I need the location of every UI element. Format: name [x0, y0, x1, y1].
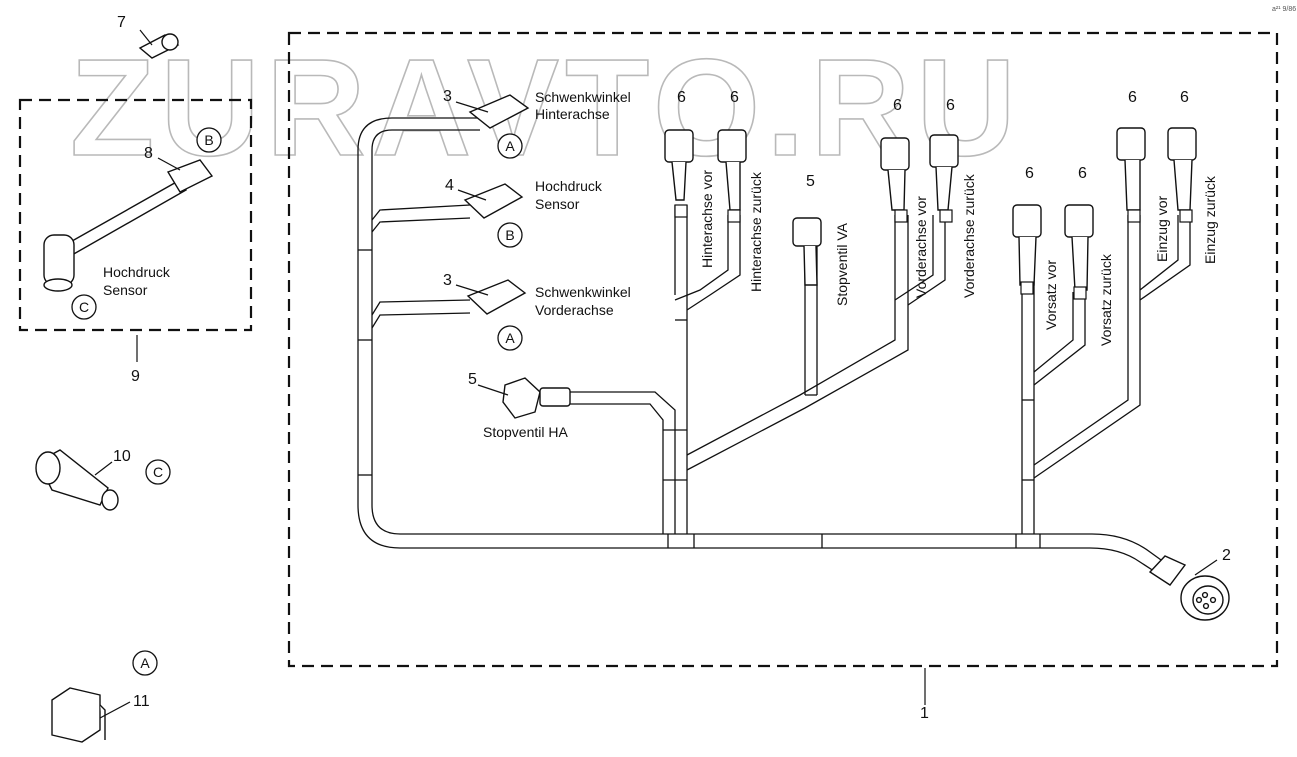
sleeve-icon: [1020, 281, 1034, 295]
label-hinterachse-vor: Hinterachse vor: [699, 170, 715, 268]
plug-connector-icon: [468, 94, 530, 129]
label-schwenkwinkel-vorderachse-1: Schwenkwinkel: [535, 284, 631, 300]
part-number-6: 6: [1025, 165, 1034, 182]
part-number-2: 2: [1222, 547, 1231, 564]
sleeve-icon: [1073, 286, 1087, 300]
sleeve-icon: [939, 209, 953, 223]
ref-a: A: [140, 655, 150, 671]
part-number-5: 5: [806, 173, 815, 190]
sensor-kit-frame: [18, 98, 253, 332]
label-stopventil-va: Stopventil VA: [834, 222, 850, 306]
part-number-5: 5: [468, 371, 477, 388]
ref-a: A: [505, 330, 515, 346]
ref-c: C: [79, 299, 89, 315]
ref-circle: [71, 294, 97, 320]
plug-connector-icon: [463, 183, 524, 219]
part-number-10: 10: [113, 448, 131, 465]
part-number-6: 6: [1180, 89, 1189, 106]
ref-circle: [497, 222, 523, 248]
part-number-3: 3: [443, 88, 452, 105]
main-harness-frame: [287, 31, 1279, 668]
label-hochdruck-left-1: Hochdruck: [103, 264, 171, 280]
label-einzug-vor: Einzug vor: [1154, 196, 1170, 262]
ref-b: B: [505, 227, 514, 243]
part-number-6: 6: [1128, 89, 1137, 106]
label-hochdruck-1: Hochdruck: [535, 178, 603, 194]
label-vorsatz-zurueck: Vorsatz zurück: [1098, 253, 1114, 346]
part-number-11: 11: [133, 693, 150, 710]
sleeve-icon: [1179, 209, 1193, 223]
label-vorderachse-vor: Vorderachse vor: [913, 196, 929, 298]
valve-connector-icon: [792, 217, 822, 286]
ref-b: B: [204, 132, 213, 148]
part-number-7: 7: [117, 14, 126, 31]
part-number-6: 6: [730, 89, 739, 106]
ref-circle: [145, 459, 171, 485]
part-number-6: 6: [677, 89, 686, 106]
label-vorsatz-vor: Vorsatz vor: [1043, 260, 1059, 330]
leader-lines: [94, 29, 1218, 719]
part-number-4: 4: [445, 177, 454, 194]
ref-circle: [196, 127, 222, 153]
part-number-8: 8: [144, 145, 153, 162]
part-number-6: 6: [1078, 165, 1087, 182]
round-connector-icon: [1148, 555, 1230, 621]
part-number-1: 1: [920, 705, 929, 722]
label-hochdruck-2: Sensor: [535, 196, 580, 212]
label-einzug-zurueck: Einzug zurück: [1202, 175, 1218, 264]
part-number-3: 3: [443, 272, 452, 289]
label-schwenkwinkel-vorderachse-2: Vorderachse: [535, 302, 614, 318]
connector-6-icon: [1012, 204, 1042, 286]
sleeve-icon: [894, 209, 908, 223]
sensor-tip: [43, 278, 73, 292]
connector-6-icon: [1116, 127, 1146, 211]
ref-circle: [497, 133, 523, 159]
sensor-cable: [64, 179, 187, 256]
sleeve-icon: [727, 209, 741, 223]
valve-connector-icon: [502, 377, 571, 419]
ref-circle: [132, 650, 158, 676]
sensor-body-icon: [43, 234, 75, 286]
sleeve-icon: [1127, 209, 1141, 223]
label-hochdruck-left-2: Sensor: [103, 282, 148, 298]
plug-connector-icon: [166, 159, 214, 193]
ref-c: C: [153, 464, 163, 480]
label-schwenkwinkel-hinterachse-1: Schwenkwinkel: [535, 89, 631, 105]
ref-a: A: [505, 138, 515, 154]
watermark: ZURAVTO.RU: [70, 31, 1022, 185]
connector-6-icon: [929, 134, 959, 211]
part-number-9: 9: [131, 368, 140, 385]
connector-6-icon: [1167, 127, 1197, 211]
bracket-icon: [51, 687, 106, 743]
sleeve-icon: [674, 204, 688, 218]
connector-6-icon: [1064, 204, 1094, 291]
plug-connector-icon: [466, 279, 527, 315]
label-schwenkwinkel-hinterachse-2: Hinterachse: [535, 106, 610, 122]
pressure-sensor-icon: [35, 449, 119, 511]
connector-6-icon: [664, 129, 694, 201]
label-hinterachse-zurueck: Hinterachse zurück: [748, 171, 764, 292]
corner-mark: a²¹ 9/86: [1272, 6, 1296, 13]
label-stopventil-ha: Stopventil HA: [483, 424, 568, 440]
label-vorderachse-zurueck: Vorderachse zurück: [961, 173, 977, 298]
cable-clip-icon: [138, 33, 180, 59]
part-number-6: 6: [946, 97, 955, 114]
part-number-6: 6: [893, 97, 902, 114]
ref-circle: [497, 325, 523, 351]
connector-6-icon: [880, 137, 910, 211]
harness-trunk: [357, 117, 1191, 576]
